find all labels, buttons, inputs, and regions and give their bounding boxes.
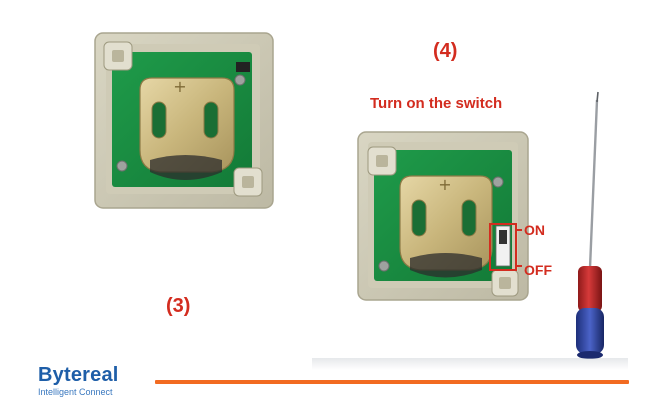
device-left-screw-1: [234, 74, 246, 86]
device-left-chip: [236, 62, 250, 72]
device-left-plus-icon: +: [173, 77, 186, 96]
device-left-battery-shadow: [150, 155, 222, 180]
screwdriver-handle-cap: [577, 351, 603, 359]
device-right-slot-1: [411, 199, 427, 237]
switch-off-label: OFF: [524, 262, 552, 278]
brand-name: Bytereal: [38, 364, 119, 386]
device-left-post-br-hole: [242, 176, 254, 188]
device-right-post-tl-hole: [376, 155, 388, 167]
device-right-dip-switch-toggle: [499, 230, 507, 244]
screwdriver-shaft: [588, 99, 599, 269]
footer-divider: [155, 380, 629, 384]
screwdriver-handle-blue: [576, 308, 604, 354]
device-right-slot-2: [461, 199, 477, 237]
step-4-caption: Turn on the switch: [370, 95, 503, 112]
device-right: +: [357, 131, 529, 301]
screwdriver: [576, 91, 604, 359]
screwdriver-handle-red: [578, 266, 602, 312]
device-right-plus-icon: +: [438, 175, 451, 194]
brand-logo: Bytereal Intelligent Connect: [38, 364, 119, 398]
device-right-post-br-hole: [499, 277, 511, 289]
step-3-label: (3): [166, 295, 191, 317]
device-left-slot-2: [203, 101, 219, 139]
device-left: +: [94, 32, 274, 209]
switch-highlight-box: [489, 223, 517, 271]
device-left-screw-2: [116, 160, 128, 172]
screwdriver-tip: [596, 91, 599, 103]
switch-on-label: ON: [524, 222, 545, 238]
surface-shadow: [312, 358, 628, 370]
brand-tagline: Intelligent Connect: [38, 387, 113, 397]
device-right-screw-2: [378, 260, 390, 272]
device-right-screw-1: [492, 176, 504, 188]
device-left-slot-1: [151, 101, 167, 139]
device-left-battery-holder: [139, 77, 235, 173]
device-right-battery-shadow: [410, 253, 482, 278]
device-left-post-tl-hole: [112, 50, 124, 62]
step-4-label: (4): [433, 40, 458, 62]
